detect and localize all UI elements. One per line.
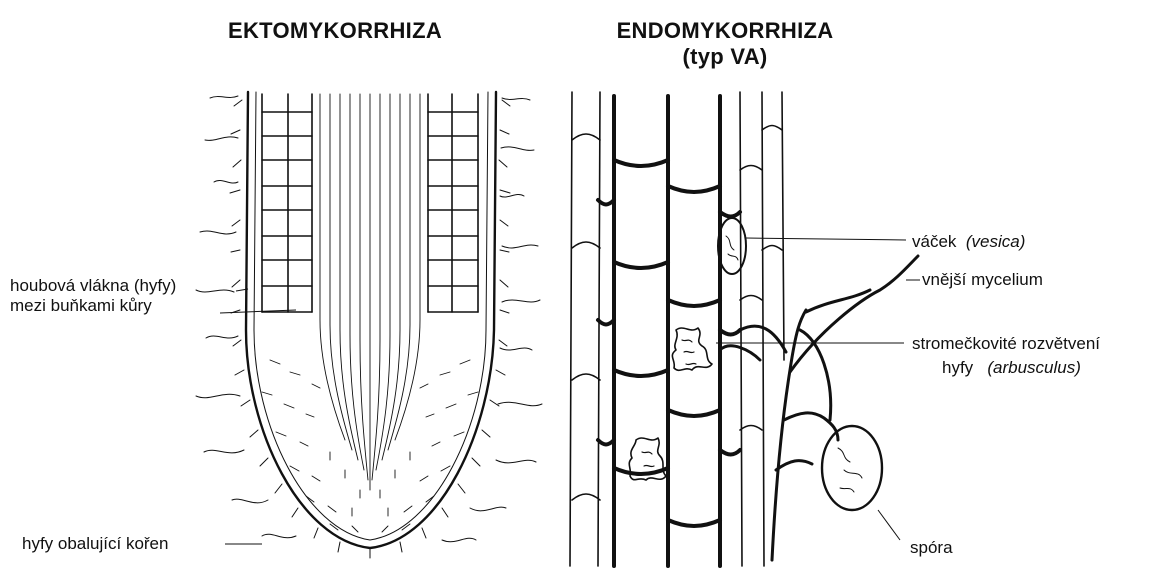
label-vesicle-name: váček — [912, 232, 956, 251]
spore-shape — [822, 426, 882, 510]
label-arbuscule-latin: (arbusculus) — [987, 358, 1081, 377]
label-spore: spóra — [910, 538, 953, 558]
label-hyphae-line2: mezi buňkami kůry — [10, 296, 176, 316]
leader-vesicle — [746, 238, 906, 240]
vesicle-shape — [718, 218, 746, 274]
cortex-cells-right — [428, 94, 478, 312]
ectomycorrhiza-drawing — [196, 92, 542, 558]
label-vesicle: váček (vesica) — [912, 232, 1025, 252]
label-arbuscule-line2: hyfy — [942, 358, 973, 377]
label-vesicle-latin: (vesica) — [966, 232, 1026, 251]
label-arbuscule-line1: stromečkovité rozvětvení — [912, 334, 1100, 354]
cortex-cells-left — [262, 94, 312, 312]
title-endomycorrhiza-line1: ENDOMYKORRHIZA — [600, 18, 850, 44]
leader-spore — [878, 510, 900, 540]
endomycorrhiza-drawing — [570, 92, 918, 566]
label-external-mycelium: vnější mycelium — [922, 270, 1043, 290]
label-arbuscule: stromečkovité rozvětvení hyfy (arbusculu… — [912, 334, 1100, 378]
label-hyphae-between-cells: houbová vlákna (hyfy) mezi buňkami kůry — [10, 276, 176, 316]
title-ectomycorrhiza: EKTOMYKORRHIZA — [190, 18, 480, 44]
external-hyphae — [720, 256, 918, 560]
title-endomycorrhiza: ENDOMYKORRHIZA (typ VA) — [600, 18, 850, 70]
label-arbuscule-line2-wrap: hyfy (arbusculus) — [912, 358, 1100, 378]
title-endomycorrhiza-line2: (typ VA) — [600, 44, 850, 70]
cortex-cells — [598, 96, 740, 566]
label-hyphae-line1: houbová vlákna (hyfy) — [10, 276, 176, 296]
label-mantle: hyfy obalující kořen — [22, 534, 168, 554]
central-cylinder — [320, 94, 420, 490]
leader-hyphae — [220, 289, 296, 313]
